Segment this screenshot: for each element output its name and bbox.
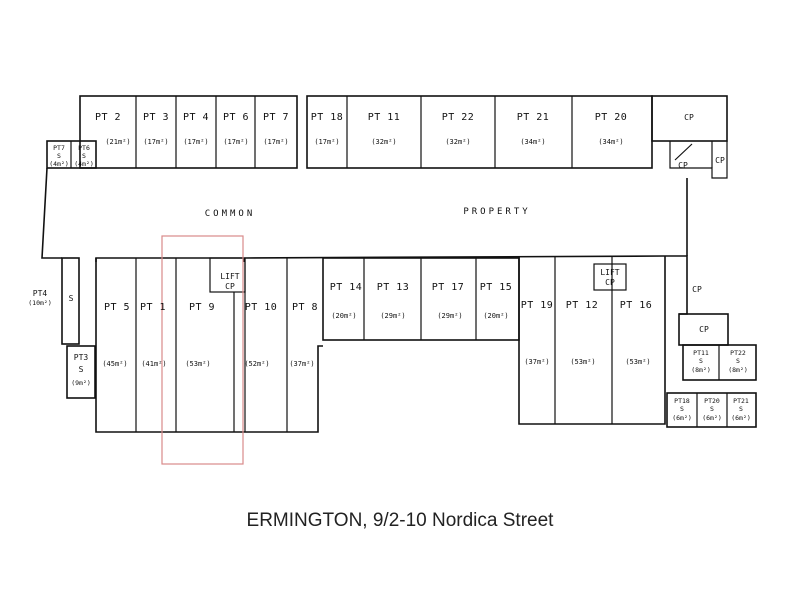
lot-pt22-area: (32m²)	[445, 138, 470, 146]
lift-2-label: LIFT	[600, 268, 619, 277]
property-label: PROPERTY	[463, 207, 530, 217]
lot-pt16-label: PT 16	[620, 300, 653, 311]
lot-pt19-area: (37m²)	[524, 358, 549, 366]
storage-pt4	[61, 257, 80, 345]
lot-pt12-label: PT 12	[566, 300, 599, 311]
lot-pt15-area: (20m²)	[483, 312, 508, 320]
lot-pt10-area: (52m²)	[244, 360, 269, 368]
top-right-block	[306, 95, 653, 169]
storage-pt22-s: S	[736, 357, 740, 365]
cp-top-label: CP	[684, 113, 694, 122]
common-property-left-edge	[41, 167, 62, 259]
lot-pt17-label: PT 17	[432, 282, 465, 293]
lift-2-cp-label: CP	[605, 278, 615, 287]
lot-pt2-area: (21m²)	[105, 138, 130, 146]
lot-pt5-area: (45m²)	[102, 360, 127, 368]
storage-pt22-name: PT22	[730, 349, 746, 357]
lift-label: LIFT	[220, 272, 239, 281]
lot-pt22-label: PT 22	[442, 112, 475, 123]
cp-top-label-2: CP	[678, 161, 688, 170]
cp-top-label-3: CP	[715, 156, 725, 165]
lot-pt12-area: (53m²)	[570, 358, 595, 366]
lot-pt17-area: (29m²)	[437, 312, 462, 320]
lot-pt19-label: PT 19	[521, 300, 554, 311]
storage-pt11-s: S	[699, 357, 703, 365]
storage-pt22-area: (8m²)	[728, 366, 748, 374]
storage-pt7-s: S	[57, 152, 61, 160]
storage-pt7-area: (4m²)	[49, 160, 69, 168]
cp-right-label: CP	[692, 285, 702, 294]
storage-pt4-name: PT4	[33, 289, 48, 298]
cp-right-label-2: CP	[699, 325, 709, 334]
lift-box-2	[593, 263, 627, 291]
storage-pt3-s: S	[79, 365, 84, 374]
storage-pt18-name: PT18	[674, 397, 690, 405]
plan-caption: ERMINGTON, 9/2-10 Nordica Street	[246, 510, 554, 531]
cp-top-right	[651, 95, 728, 142]
storage-pt18-s: S	[680, 405, 684, 413]
lot-pt20-label: PT 20	[595, 112, 628, 123]
lot-pt4-label: PT 4	[183, 112, 209, 123]
lot-pt5-label: PT 5	[104, 302, 130, 313]
lot-pt10-label: PT 10	[245, 302, 278, 313]
lot-pt14-area: (20m²)	[331, 312, 356, 320]
lot-pt3-area: (17m²)	[143, 138, 168, 146]
lot-pt6-area: (17m²)	[223, 138, 248, 146]
storage-pt20-name: PT20	[704, 397, 720, 405]
right-block	[518, 256, 666, 425]
lot-pt20-area: (34m²)	[598, 138, 623, 146]
common-label: COMMON	[205, 209, 256, 219]
lot-pt1-area: (41m²)	[141, 360, 166, 368]
storage-pt7-name: PT7	[53, 144, 65, 152]
top-left-block	[79, 95, 298, 169]
storage-pt18-pt20-pt21	[666, 392, 757, 428]
lot-pt6-label: PT 6	[223, 112, 249, 123]
highlight-pt9	[161, 235, 244, 465]
storage-pt21-area: (6m²)	[731, 414, 751, 422]
storage-pt6-name: PT6	[78, 144, 90, 152]
storage-pt4-area: (10m²)	[28, 299, 51, 307]
lot-pt8-label: PT 8	[292, 302, 318, 313]
lot-pt4-area: (17m²)	[183, 138, 208, 146]
storage-pt21-s: S	[739, 405, 743, 413]
lot-pt1-label: PT 1	[140, 302, 166, 313]
lot-pt21-label: PT 21	[517, 112, 550, 123]
lot-pt18-label: PT 18	[311, 112, 344, 123]
lot-pt11-area: (32m²)	[371, 138, 396, 146]
lot-pt13-label: PT 13	[377, 282, 410, 293]
storage-pt6-s: S	[82, 152, 86, 160]
lot-pt14-label: PT 14	[330, 282, 363, 293]
storage-pt6-area: (4m²)	[74, 160, 94, 168]
lot-pt11-label: PT 11	[368, 112, 401, 123]
lot-pt16-area: (53m²)	[625, 358, 650, 366]
lot-pt9-area: (53m²)	[185, 360, 210, 368]
lot-pt7-label: PT 7	[263, 112, 289, 123]
storage-pt11-name: PT11	[693, 349, 709, 357]
lot-pt3-label: PT 3	[143, 112, 169, 123]
lot-pt15-label: PT 15	[480, 282, 513, 293]
storage-pt3	[66, 345, 96, 399]
lot-pt18-area: (17m²)	[314, 138, 339, 146]
lot-pt9-label: PT 9	[189, 302, 215, 313]
storage-pt4-s: S	[69, 294, 74, 303]
lot-pt21-area: (34m²)	[520, 138, 545, 146]
storage-pt3-name: PT3	[74, 353, 89, 362]
storage-pt3-area: (9m²)	[71, 379, 91, 387]
storage-pt21-name: PT21	[733, 397, 749, 405]
lot-pt13-area: (29m²)	[380, 312, 405, 320]
storage-pt20-area: (6m²)	[702, 414, 722, 422]
lift-cp-label: CP	[225, 282, 235, 291]
storage-pt18-area: (6m²)	[672, 414, 692, 422]
lot-pt2-label: PT 2	[95, 112, 121, 123]
lot-pt7-area: (17m²)	[263, 138, 288, 146]
bottom-left-block	[95, 258, 323, 433]
storage-pt11-area: (8m²)	[691, 366, 711, 374]
storage-pt20-s: S	[710, 405, 714, 413]
lot-pt8-area: (37m²)	[289, 360, 314, 368]
